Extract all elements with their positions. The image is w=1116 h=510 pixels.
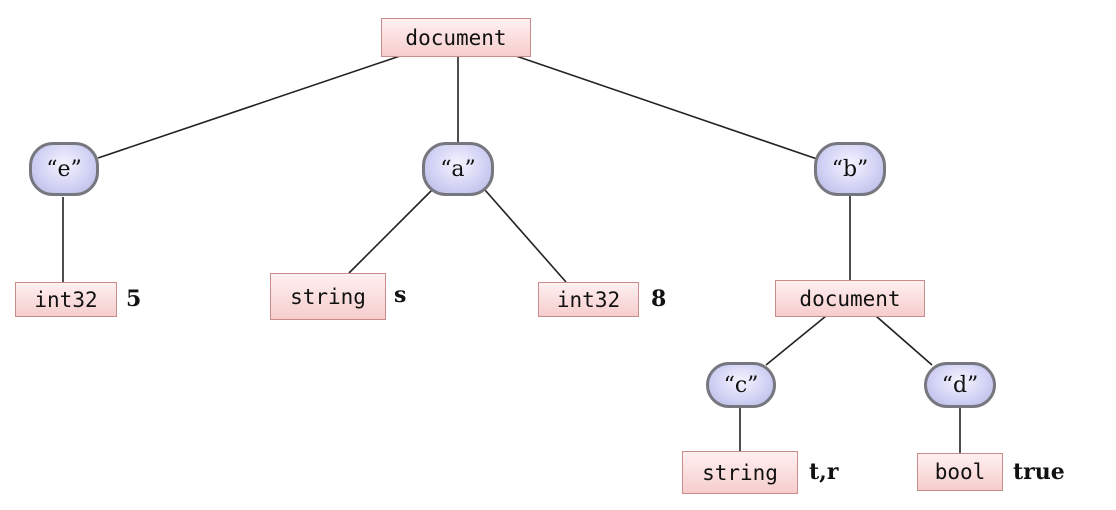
edge-a-int32 — [484, 189, 567, 283]
nested-document-box: document — [775, 280, 925, 317]
string-value: s — [394, 282, 407, 308]
key-node-d: “d” — [924, 362, 996, 408]
edge-a-string — [348, 189, 433, 274]
int32-type-box: int32 — [538, 282, 639, 317]
key-node-b: “b” — [814, 142, 886, 196]
string-type-box: string — [682, 451, 798, 494]
edge-root-e — [97, 55, 401, 159]
edge-doc-c — [765, 315, 827, 366]
string-value: t,r — [809, 459, 839, 485]
int32-value: 8 — [651, 286, 667, 312]
key-node-c: “c” — [706, 362, 776, 408]
edge-doc-d — [875, 315, 933, 366]
int32-value: 5 — [126, 286, 142, 312]
edge-root-b — [515, 55, 821, 161]
string-type-box: string — [270, 273, 386, 320]
bool-value: true — [1013, 459, 1065, 485]
bool-type-box: bool — [917, 453, 1003, 491]
key-node-a: “a” — [422, 142, 494, 196]
key-node-e: “e” — [29, 142, 99, 196]
int32-type-box: int32 — [15, 282, 117, 317]
root-document-box: document — [381, 18, 531, 57]
